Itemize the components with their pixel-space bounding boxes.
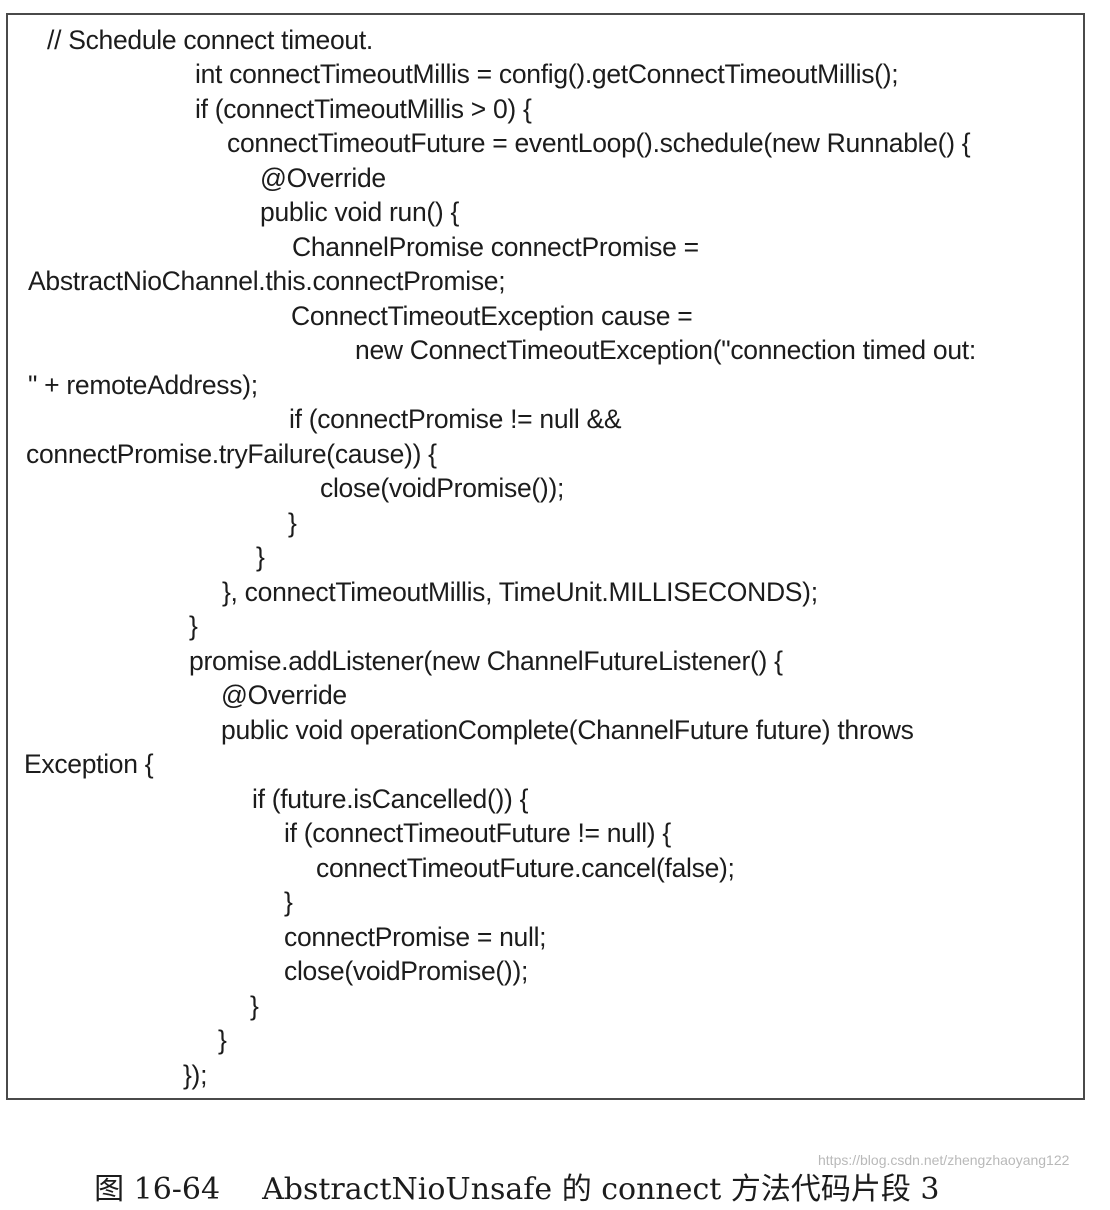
figure-title: AbstractNioUnsafe 的 connect 方法代码片段 3 <box>262 1172 940 1207</box>
watermark: https://blog.csdn.net/zhengzhaoyang122 <box>818 1152 1070 1168</box>
code-line: } <box>189 611 198 641</box>
figure-caption: 图 16-64 AbstractNioUnsafe 的 connect 方法代码片… <box>75 1130 940 1210</box>
code-line: public void operationComplete(ChannelFut… <box>221 715 914 745</box>
code-line: if (connectTimeoutMillis > 0) { <box>195 94 532 124</box>
code-line: connectTimeoutFuture.cancel(false); <box>316 853 735 883</box>
code-line: } <box>218 1025 227 1055</box>
code-line: if (future.isCancelled()) { <box>252 784 529 814</box>
code-line: connectTimeoutFuture = eventLoop().sched… <box>227 128 971 158</box>
code-line: Exception { <box>24 749 154 779</box>
code-line: @Override <box>221 680 347 710</box>
code-line: // Schedule connect timeout. <box>47 25 373 55</box>
code-line: } <box>256 542 265 572</box>
figure-number: 图 16-64 <box>94 1172 221 1207</box>
code-line: promise.addListener(new ChannelFutureLis… <box>189 646 783 676</box>
code-line: close(voidPromise()); <box>284 956 529 986</box>
code-line: close(voidPromise()); <box>320 473 565 503</box>
code-line: public void run() { <box>260 197 460 227</box>
code-line: int connectTimeoutMillis = config().getC… <box>195 59 899 89</box>
code-line: if (connectPromise != null && <box>289 404 622 434</box>
code-line: } <box>250 991 259 1021</box>
code-line: } <box>288 508 297 538</box>
code-line: }, connectTimeoutMillis, TimeUnit.MILLIS… <box>222 577 818 607</box>
code-line: AbstractNioChannel.this.connectPromise; <box>28 266 506 296</box>
code-line: ChannelPromise connectPromise = <box>292 232 699 262</box>
code-line: @Override <box>260 163 386 193</box>
code-line: " + remoteAddress); <box>28 370 258 400</box>
code-line: if (connectTimeoutFuture != null) { <box>284 818 671 848</box>
code-line: connectPromise.tryFailure(cause)) { <box>26 439 437 469</box>
code-line: ConnectTimeoutException cause = <box>291 301 693 331</box>
code-listing-box: // Schedule connect timeout. int connect… <box>6 13 1085 1100</box>
code-line: }); <box>183 1060 208 1090</box>
code-line: new ConnectTimeoutException("connection … <box>355 335 976 365</box>
code-line: connectPromise = null; <box>284 922 547 952</box>
code-line: } <box>284 887 293 917</box>
